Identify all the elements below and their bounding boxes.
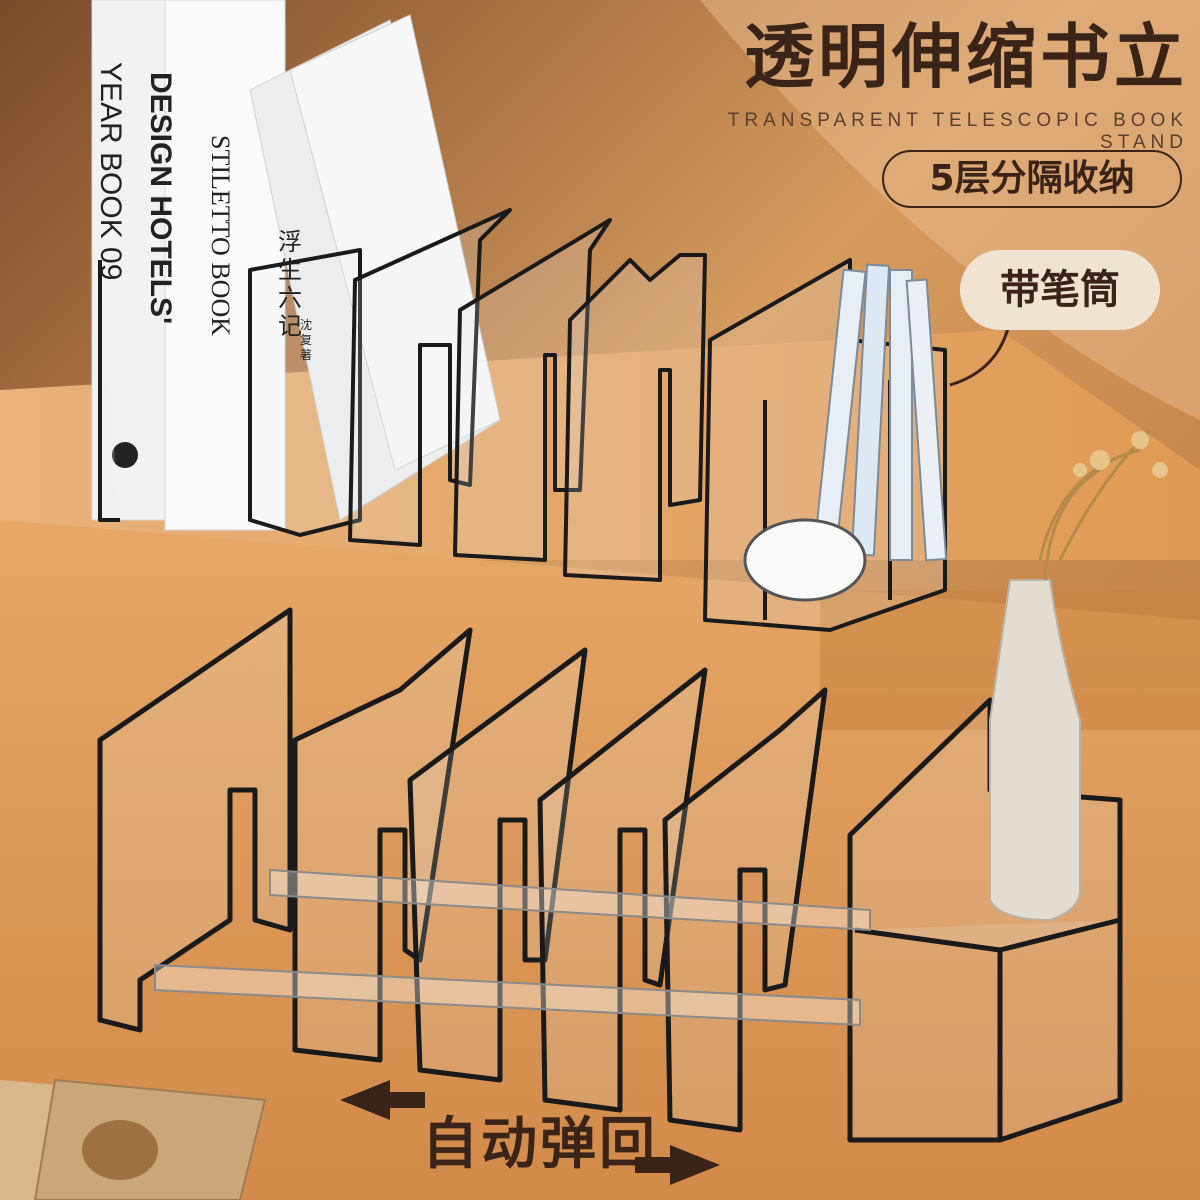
- postcard: [0, 1078, 267, 1200]
- book3-author: 沈复 著: [300, 318, 313, 362]
- vase: [989, 428, 1168, 922]
- book1-spine-line2: YEAR BOOK 09: [94, 62, 127, 281]
- rebound-arrow-right: [635, 1145, 720, 1185]
- pen-cluster: [743, 263, 948, 602]
- book-stack: [91, 0, 501, 531]
- rebound-label: 自动弹回: [422, 1112, 658, 1177]
- page-title: 透明伸缩书立: [744, 16, 1188, 98]
- page-subtitle: TRANSPARENT TELESCOPIC BOOK STAND: [727, 110, 1188, 153]
- book1-spine-line1: DESIGN HOTELS': [144, 72, 177, 325]
- feature-badge: 5层分隔收纳: [882, 150, 1182, 208]
- rebound-arrow-left: [340, 1080, 425, 1120]
- book3-title: 浮生六记: [278, 228, 302, 340]
- pen-holder-label: 带笔筒: [960, 250, 1160, 330]
- book2-spine-title: STILETTO BOOK: [206, 135, 235, 337]
- telescopic-track: [154, 868, 871, 1027]
